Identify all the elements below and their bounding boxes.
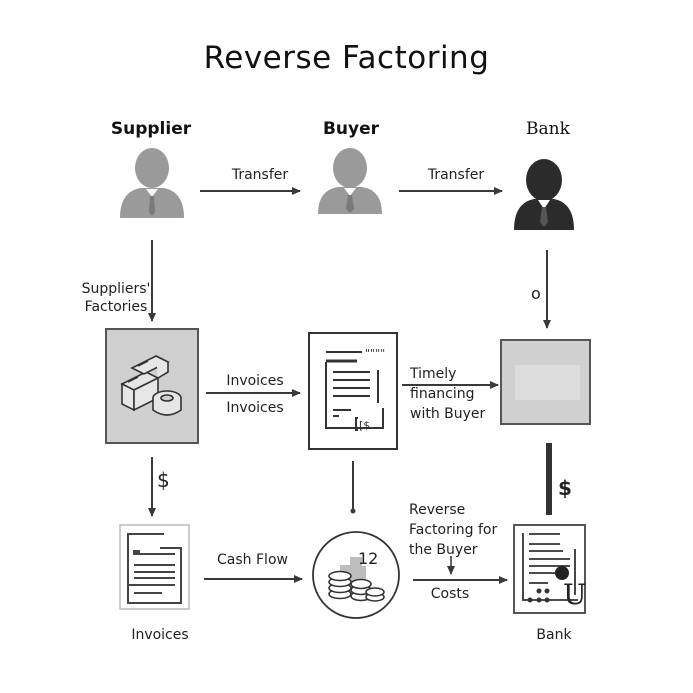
- suppliers-label: Suppliers': [81, 281, 151, 297]
- bank-doc-glyph: U: [563, 578, 587, 611]
- actor-label-bank: Bank: [526, 119, 570, 139]
- bank-doc: U: [513, 524, 587, 614]
- reverse-line-3: the Buyer: [409, 542, 478, 558]
- timely-financing-label: Timely financing with Buyer: [410, 364, 485, 424]
- bank-person-icon: [514, 159, 574, 230]
- invoice-document-box: """" [$: [308, 332, 398, 450]
- actor-label-supplier: Supplier: [110, 119, 192, 139]
- invoices-caption: Invoices: [131, 627, 189, 643]
- coins-icon: [328, 570, 385, 602]
- cash-flow-label: Cash Flow: [217, 552, 288, 568]
- invoice-document-icon: [325, 351, 384, 431]
- coins-number: 12: [358, 549, 378, 568]
- financing-line-3: with Buyer: [410, 406, 486, 422]
- buyer-person-icon: [318, 148, 382, 214]
- actor-label-buyer: Buyer: [322, 119, 380, 139]
- costs-label: Costs: [430, 586, 470, 602]
- transfer-label-2: Transfer: [427, 167, 485, 183]
- document-dollar-glyph: [$: [359, 419, 370, 432]
- bank-down-label: o: [531, 284, 541, 303]
- certificate-document-icon: [522, 533, 578, 601]
- coins-circle: 12: [312, 531, 400, 619]
- boxes-icon: [120, 355, 182, 416]
- financing-line-1: Timely: [410, 366, 457, 382]
- invoice-doc: [119, 524, 190, 610]
- reverse-line-1: Reverse: [409, 502, 466, 518]
- factory-box: [105, 328, 199, 444]
- factories-label: Factories: [84, 299, 148, 315]
- document-icon: [127, 533, 182, 604]
- invoices-arrow-label-2: Invoices: [226, 400, 284, 416]
- bank-box-down-dollar-label: $: [558, 476, 572, 500]
- bank-caption: Bank: [536, 627, 572, 643]
- supplier-person-icon: [120, 148, 184, 218]
- diagram-title: Reverse Factoring: [203, 40, 490, 76]
- financing-line-2: financing: [410, 386, 475, 402]
- suppliers-factories-label: Suppliers' Factories: [76, 280, 156, 316]
- document-marks: """": [365, 347, 385, 360]
- transfer-label-1: Transfer: [231, 167, 289, 183]
- factory-down-dollar-label: $: [157, 468, 170, 492]
- reverse-line-2: Factoring for: [409, 522, 498, 538]
- reverse-factoring-label: Reverse Factoring for the Buyer: [409, 500, 497, 560]
- invoices-arrow-label-1: Invoices: [226, 373, 284, 389]
- bank-box: [500, 339, 591, 425]
